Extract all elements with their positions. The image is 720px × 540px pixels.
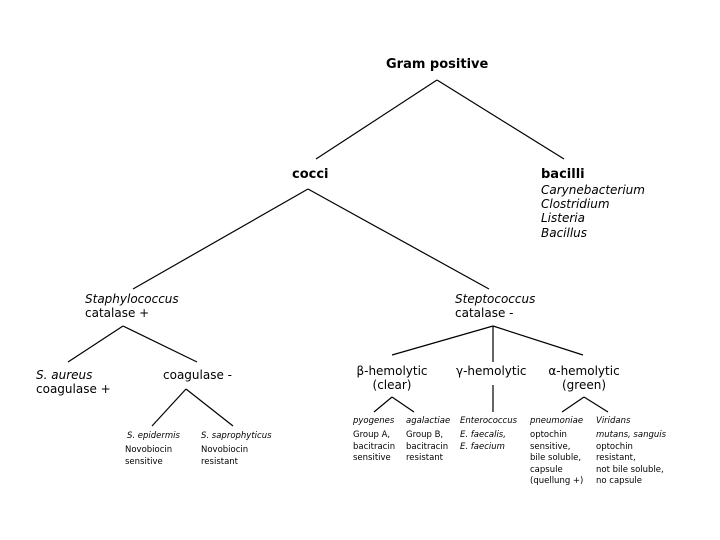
bacilli-example: Clostridium [541, 196, 610, 211]
edge-beta-agalactiae [391, 396, 415, 413]
enterococcus-line: E. faecalis, [460, 430, 506, 441]
aureus-node: S. aureus coagulase + [36, 368, 111, 397]
aureus-name: S. aureus [36, 368, 93, 382]
beta-label: β-hemolytic [356, 364, 428, 378]
saprophyticus-line: Novobiocin [201, 445, 249, 456]
bacilli-label: bacilli [541, 167, 585, 182]
pneumoniae-line: bile soluble, [530, 453, 582, 464]
viridans-line: optochin [596, 441, 633, 452]
beta-node: β-hemolytic (clear) [356, 364, 428, 393]
edge-staph-coagneg [122, 325, 198, 363]
coag-neg-label: coagulase - [163, 368, 232, 382]
saprophyticus-name: S. saprophyticus [201, 431, 272, 441]
agalactiae-name: agalactiae [406, 416, 451, 426]
agalactiae-line: resistant [406, 453, 444, 464]
enterococcus-name: Enterococcus [460, 416, 518, 426]
edge-strep-alpha [492, 325, 584, 356]
strep-name: Steptococcus [455, 292, 536, 306]
alpha-sublabel: (green) [561, 378, 607, 393]
pneumoniae-line: (quellung +) [530, 476, 584, 487]
epidermis-line: Novobiocin [125, 445, 173, 456]
pyogenes-line: sensitive [353, 453, 391, 464]
pyogenes-line: Group A, [353, 430, 391, 441]
cocci-label: cocci [292, 167, 329, 182]
aureus-test: coagulase + [36, 382, 111, 397]
edge-beta-pyogenes [373, 396, 393, 413]
pyogenes-name: pyogenes [353, 416, 395, 426]
pneumoniae-line: sensitive, [530, 441, 571, 452]
epidermis-node: S. epidermis Novobiocin sensitive [125, 431, 180, 468]
edge-coagneg-epidermis [151, 388, 187, 427]
enterococcus-node: Enterococcus E. faecalis, E. faecium [460, 416, 517, 453]
gamma-label: γ-hemolytic [456, 364, 527, 378]
edge-coagneg-saprophyticus [185, 388, 234, 427]
staph-test: catalase + [85, 306, 150, 321]
saprophyticus-line: resistant [201, 456, 239, 467]
viridans-line: mutans, sanguis [596, 430, 667, 441]
edge-strep-beta [391, 325, 494, 356]
agalactiae-node: agalactiae Group B, bacitracin resistant [406, 416, 450, 465]
agalactiae-line: bacitracin [406, 441, 449, 452]
root-label: Gram positive [386, 57, 489, 72]
strep-test: catalase - [455, 306, 514, 321]
viridans-line: no capsule [596, 476, 642, 487]
edge-cocci-strep [307, 188, 490, 290]
pneumoniae-line: capsule [530, 464, 563, 475]
enterococcus-line: E. faecium [460, 441, 505, 452]
bacilli-example: Carynebacterium [541, 182, 645, 197]
beta-sublabel: (clear) [372, 378, 412, 393]
epidermis-name: S. epidermis [127, 431, 180, 441]
bacilli-example: Bacillus [541, 225, 588, 240]
staph-node: Staphylococcus catalase + [85, 292, 179, 321]
saprophyticus-node: S. saprophyticus Novobiocin resistant [201, 431, 272, 468]
edge-alpha-pneumoniae [561, 396, 585, 413]
epidermis-line: sensitive [125, 456, 163, 467]
alpha-label: α-hemolytic [548, 364, 620, 378]
edge-alpha-viridans [583, 396, 609, 413]
staph-name: Staphylococcus [85, 292, 179, 306]
pyogenes-node: pyogenes Group A, bacitracin sensitive [353, 416, 395, 465]
edge-root-cocci [315, 79, 438, 160]
pneumoniae-name: pneumoniae [530, 416, 584, 426]
pneumoniae-line: optochin [530, 430, 567, 441]
viridans-line: not bile soluble, [596, 464, 664, 475]
strep-node: Steptococcus catalase - [455, 292, 535, 321]
viridans-name: Viridans [596, 416, 631, 426]
alpha-node: α-hemolytic (green) [544, 364, 624, 393]
edge-cocci-staph [132, 188, 309, 290]
edge-staph-aureus [67, 325, 124, 363]
pneumoniae-node: pneumoniae optochin sensitive, bile solu… [530, 416, 583, 488]
bacilli-node: bacilli Carynebacterium Clostridium List… [541, 167, 645, 240]
viridans-node: Viridans mutans, sanguis optochin resist… [596, 416, 666, 488]
edge-root-bacilli [436, 79, 565, 160]
bacilli-example: Listeria [541, 211, 585, 226]
agalactiae-line: Group B, [406, 430, 444, 441]
pyogenes-line: bacitracin [353, 441, 396, 452]
viridans-line: resistant, [596, 453, 636, 464]
